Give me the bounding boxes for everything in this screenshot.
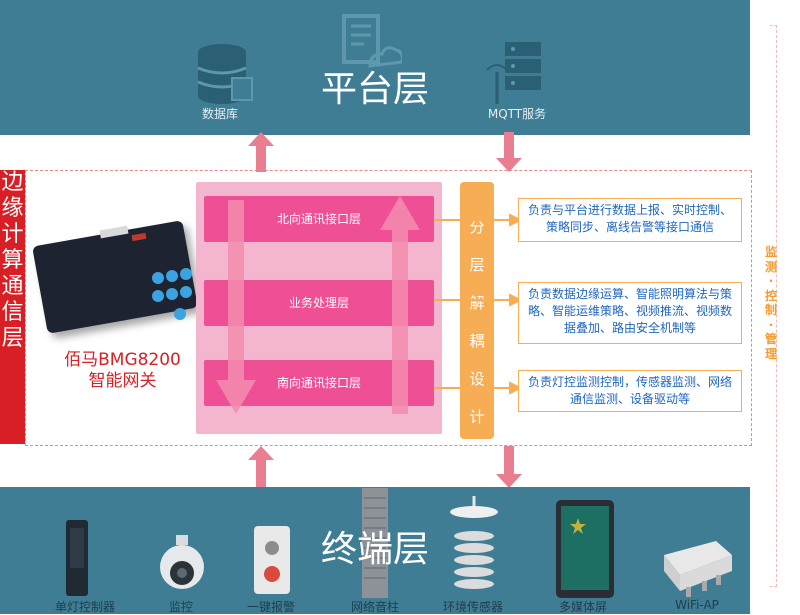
device-label-controller: 单灯控制器 (54, 600, 115, 614)
up-flow-arrow-icon (380, 196, 420, 414)
server-document-icon (342, 14, 402, 68)
controller-icon (66, 520, 88, 596)
gateway-name: 佰马BMG8200 智能网关 (64, 350, 181, 391)
device-label-sensor: 环境传感器 (442, 600, 503, 614)
device-label-alarm: 一键报警 (246, 600, 295, 614)
down-arrow-top-icon (496, 132, 522, 172)
platform-layer-title: 平台层 (320, 69, 429, 110)
device-label-wifi-ap: WiFi-AP (675, 598, 719, 612)
gateway-ports-icon (99, 225, 192, 320)
sensor-icon (450, 496, 498, 589)
database-icon (197, 44, 253, 104)
side-bracket-line (770, 25, 777, 587)
alarm-icon (254, 526, 290, 594)
device-label-speaker: 网络音柱 (350, 600, 399, 614)
up-arrow-top-icon (248, 132, 274, 172)
edge-computing-frame (25, 170, 752, 446)
platform-layer-band (0, 0, 750, 135)
device-label-camera: 监控 (168, 600, 193, 614)
device-label-screen: 多媒体屏 (558, 600, 607, 614)
south-layer-description: 负责灯控监测控制，传感器监测、网络通信监测、设备驱动等 (518, 370, 742, 412)
edge-computing-side-label: 边缘 计算 通信 层 (0, 170, 25, 444)
db-label: 数据库 (201, 107, 238, 121)
mqtt-server-icon (486, 42, 541, 104)
terminal-layer-title: 终端层 (320, 529, 429, 570)
monitor-control-manage-label: 监测 ·控 制· 管理 (764, 245, 777, 361)
camera-icon (160, 535, 204, 589)
wifi-ap-icon (664, 541, 732, 597)
layered-decoupling-design-bar: 分层 解耦 设计 (460, 182, 494, 439)
description-connectors (434, 213, 520, 395)
up-arrow-bottom-icon (248, 446, 274, 488)
speaker-column-icon (362, 488, 388, 598)
mqtt-label: MQTT服务 (487, 107, 547, 121)
screen-icon (556, 500, 614, 598)
down-flow-arrow-icon (216, 200, 256, 414)
north-layer-description: 负责与平台进行数据上报、实时控制、策略同步、离线告警等接口通信 (518, 198, 742, 242)
business-layer-description: 负责数据边缘运算、智能照明算法与策略、智能运维策略、视频推流、视频数据叠加、路由… (518, 282, 742, 344)
down-arrow-bottom-icon (496, 446, 522, 488)
